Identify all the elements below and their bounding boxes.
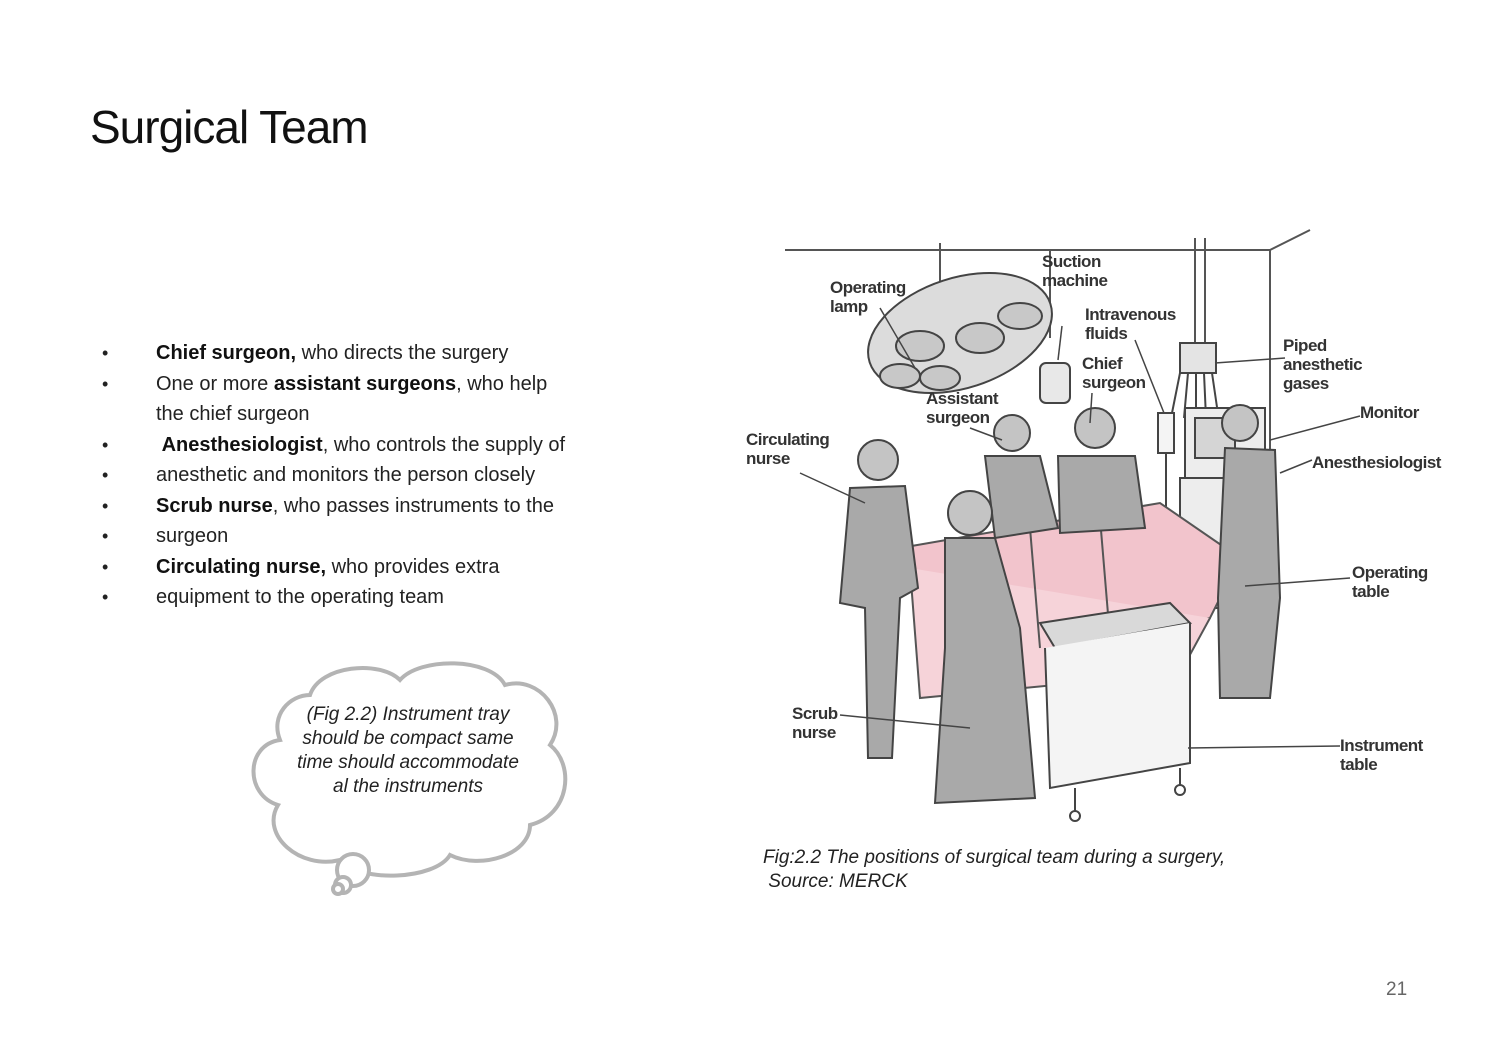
bullet-text: One or more (156, 372, 274, 395)
list-item: • One or more assistant surgeons, who hel… (100, 369, 620, 400)
bullet-icon: • (102, 465, 109, 485)
list-item: • Scrub nurse, who passes instruments to … (100, 491, 620, 522)
list-item: • anesthetic and monitors the person clos… (100, 460, 620, 491)
label-circulating-nurse: Circulating nurse (746, 430, 830, 468)
bullet-icon: • (102, 526, 109, 546)
thought-cloud-icon (251, 661, 568, 896)
label-monitor: Monitor (1360, 403, 1419, 422)
bullet-text: anesthetic and monitors the person close… (156, 464, 536, 486)
label-anesthesiologist: Anesthesiologist (1312, 453, 1441, 472)
operating-room-figure: Operating lamp Suction machine Intraveno… (740, 228, 1460, 838)
list-item: • equipment to the operating team (100, 582, 620, 613)
caption-line: Fig:2.2 The positions of surgical team d… (763, 847, 1226, 868)
bullet-bold: Anesthesiologist (161, 433, 323, 456)
bullet-text: , who controls the supply of (322, 433, 566, 456)
bullet-icon: • (102, 373, 109, 394)
label-assistant-surgeon: Assistant surgeon (926, 389, 999, 427)
bullet-icon: • (102, 343, 109, 363)
bullet-text: equipment to the operating team (156, 586, 444, 608)
bullet-icon: • (102, 434, 109, 455)
list-item: • Anesthesiologist, who controls the sup… (100, 430, 620, 461)
bullet-text: , who help (456, 372, 548, 395)
bullet-text: the chief surgeon (156, 403, 310, 425)
callout-text: (Fig 2.2) Instrument tray should be comp… (297, 704, 519, 797)
figure-caption: Fig:2.2 The positions of surgical team d… (763, 846, 1323, 894)
bullet-bold: Chief surgeon, (156, 342, 297, 364)
list-item: • Chief surgeon, who directs the surgery (100, 338, 620, 369)
bullet-list: •Chief surgeon, who directs the surgery … (100, 338, 620, 613)
bullet-text: surgeon (156, 525, 229, 547)
label-instrument-table: Instrument table (1340, 736, 1423, 774)
bullet-text: who directs the surgery (296, 342, 509, 364)
label-suction-machine: Suction machine (1042, 252, 1108, 290)
label-intravenous-fluids: Intravenous fluids (1085, 305, 1176, 343)
bullet-text: who provides extra (326, 555, 500, 578)
label-chief-surgeon: Chief surgeon (1082, 354, 1146, 392)
bullet-bold: assistant surgeons (273, 372, 457, 395)
label-operating-table: Operating table (1352, 563, 1428, 601)
page-number: 21 (1386, 979, 1408, 1000)
list-item: • Circulating nurse, who provides extra (100, 552, 620, 583)
list-item: the chief surgeon (100, 399, 620, 430)
caption-source: Source: MERCK (763, 871, 908, 892)
list-item: • surgeon (100, 521, 620, 552)
label-operating-lamp: Operating lamp (830, 278, 906, 316)
page-title: Surgical Team (90, 101, 369, 153)
bullet-icon: • (102, 587, 109, 607)
bullet-bold: Scrub nurse (156, 494, 273, 517)
label-piped-anesthetic-gases: Piped anesthetic gases (1283, 336, 1363, 393)
bullet-icon: • (102, 556, 109, 577)
bullet-bold: Circulating nurse, (156, 555, 327, 578)
label-scrub-nurse: Scrub nurse (792, 704, 838, 742)
bullet-icon: • (102, 495, 109, 516)
bullet-text: , who passes instruments to the (272, 494, 554, 517)
operating-room-illustration (785, 229, 1361, 822)
